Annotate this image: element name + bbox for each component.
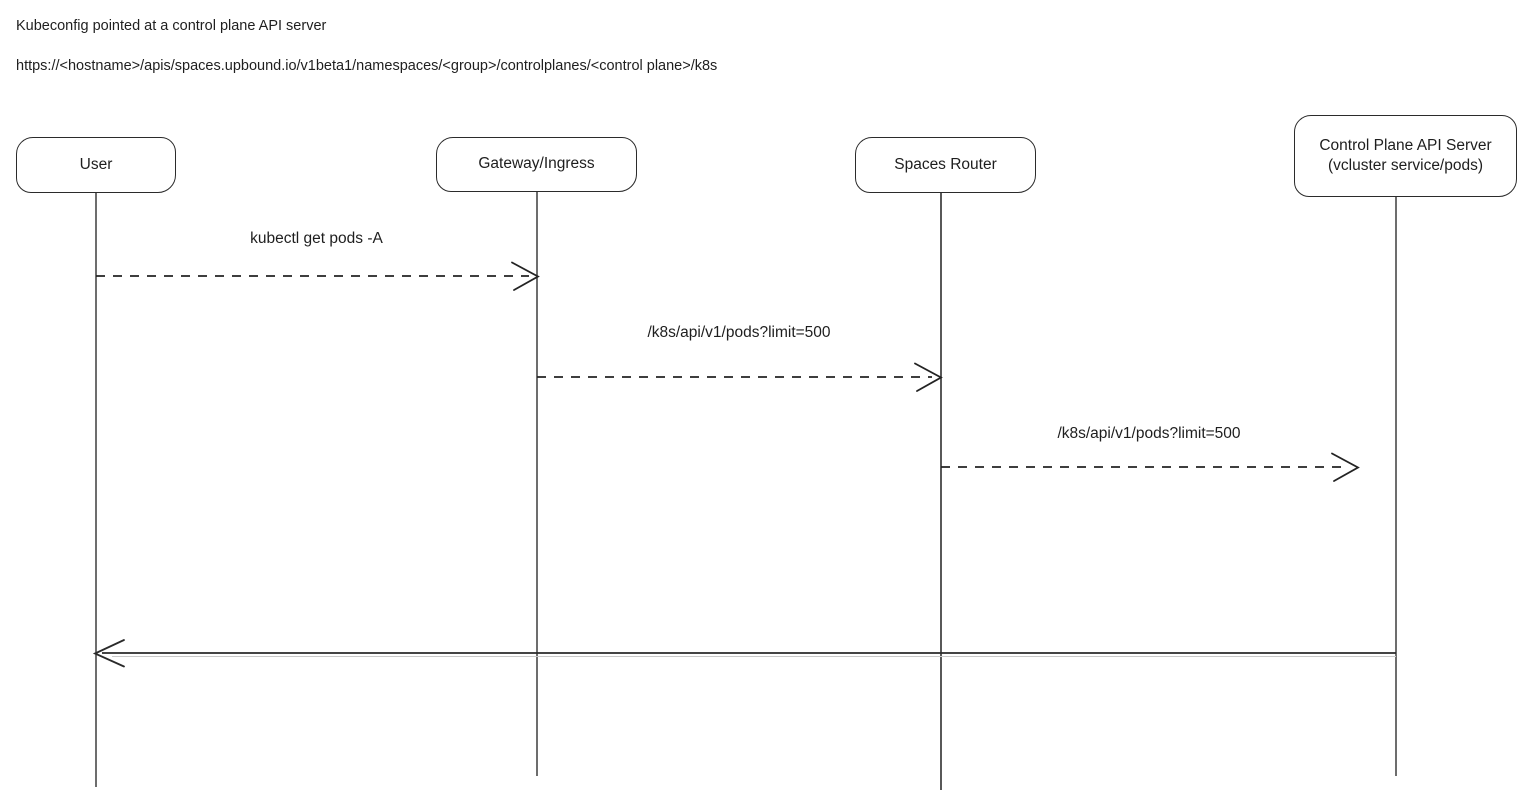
actor-box-gateway-ingress: Gateway/Ingress (436, 137, 637, 192)
arrowhead-message-k8s-api-1 (914, 362, 943, 392)
actor-box-spaces-router: Spaces Router (855, 137, 1036, 193)
actor-box-user: User (16, 137, 176, 193)
actor-label-user: User (79, 155, 113, 173)
actor-label-control-plane: Control Plane API Server (1319, 136, 1492, 154)
actor-box-control-plane: Control Plane API Server (vcluster servi… (1294, 115, 1517, 197)
diagram-title: Kubeconfig pointed at a control plane AP… (16, 18, 327, 34)
arrowhead-return (92, 639, 125, 668)
arrowhead-message-k8s-api-2 (1331, 452, 1360, 482)
message-label-kubectl: kubectl get pods -A (250, 230, 383, 247)
message-label-k8s-api-2: /k8s/api/v1/pods?limit=500 (1057, 425, 1241, 442)
diagram-subtitle-url: https://<hostname>/apis/spaces.upbound.i… (16, 58, 718, 74)
actor-sublabel-control-plane: (vcluster service/pods) (1327, 157, 1484, 174)
actor-label-gateway-ingress: Gateway/Ingress (478, 155, 595, 173)
actor-label-spaces-router: Spaces Router (894, 155, 997, 173)
arrowhead-message-kubectl (511, 261, 540, 291)
message-label-k8s-api-1: /k8s/api/v1/pods?limit=500 (647, 324, 831, 341)
